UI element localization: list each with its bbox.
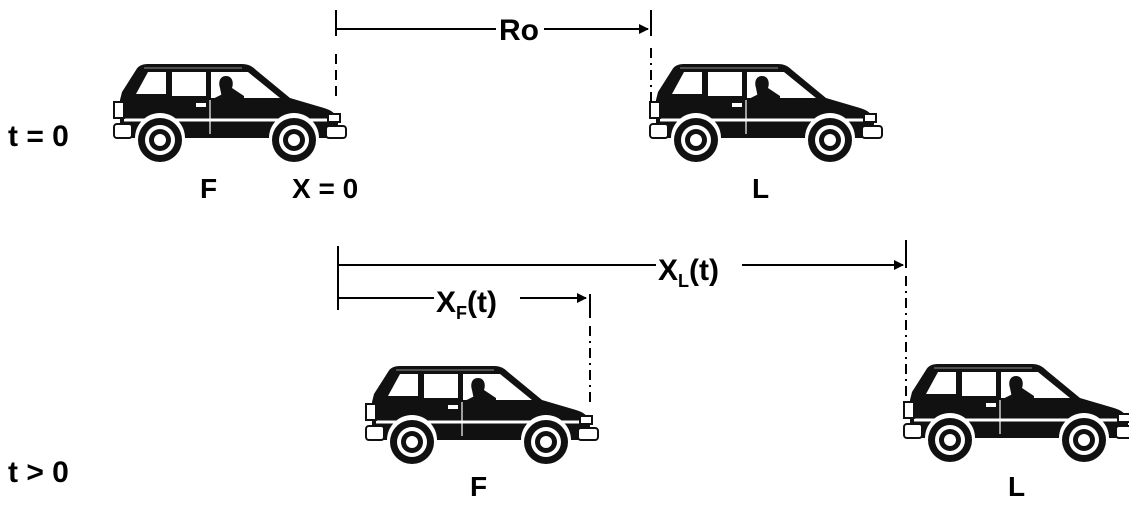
time-label-t0: t = 0 bbox=[8, 120, 69, 153]
time-label-tpos: t > 0 bbox=[8, 456, 69, 489]
car-label-follower-t: F bbox=[470, 471, 487, 502]
origin-label: X = 0 bbox=[292, 173, 358, 204]
xl-dimension bbox=[337, 240, 907, 398]
ro-label: Ro bbox=[499, 14, 539, 47]
xf-dimension bbox=[338, 293, 591, 404]
xf-label: XF(t) bbox=[436, 286, 497, 323]
car-follower-t0-icon bbox=[112, 62, 348, 165]
xl-label: XL(t) bbox=[658, 254, 719, 291]
car-leader-t0-icon bbox=[648, 62, 884, 165]
car-follower-t-icon bbox=[364, 364, 600, 467]
car-leader-t-icon bbox=[902, 362, 1129, 465]
car-label-leader-t: L bbox=[1008, 471, 1025, 502]
ro-dimension bbox=[335, 10, 652, 102]
car-label-follower-t0: F bbox=[200, 173, 217, 204]
car-label-leader-t0: L bbox=[752, 173, 769, 204]
